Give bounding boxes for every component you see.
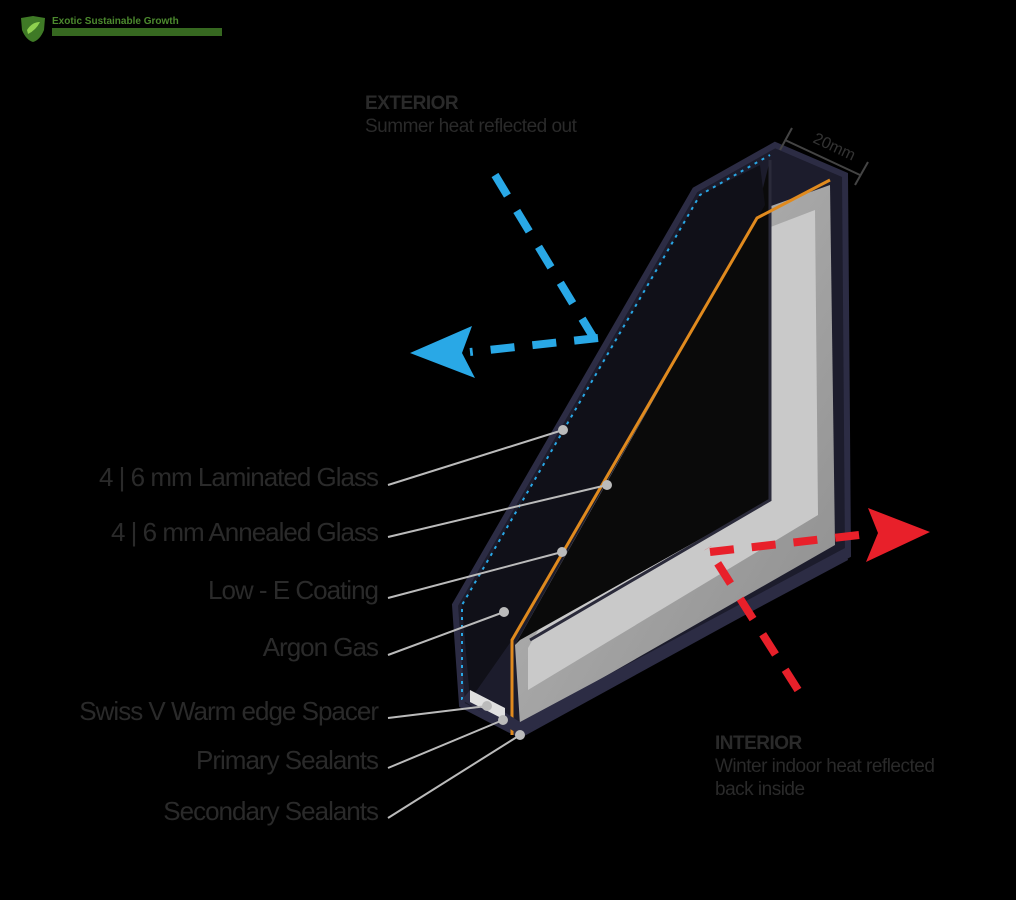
brand-tagline-bar [52, 28, 222, 36]
leader-dot-secondary [515, 730, 525, 740]
exterior-arrow-head [410, 326, 475, 378]
leader-spacer [387, 705, 488, 719]
label-warm-edge-spacer: Swiss V Warm edge Spacer [79, 696, 379, 726]
leader-annealed [387, 484, 608, 538]
exterior-note: Summer heat reflected out [365, 116, 577, 137]
leader-dot-primary [498, 715, 508, 725]
label-annealed-glass: 4 | 6 mm Annealed Glass [110, 517, 379, 547]
leader-dot-spacer [482, 701, 492, 711]
leader-low-e [387, 551, 563, 599]
label-primary-sealants: Primary Sealants [196, 745, 379, 775]
interior-incoming-arrow [704, 545, 802, 693]
laminated-glass-pane [462, 165, 765, 700]
label-argon-gas: Argon Gas [262, 632, 379, 662]
dimension-tick-left [779, 127, 793, 151]
dimension-value: 20mm [810, 130, 857, 164]
dimension-line [784, 139, 861, 176]
inner-edge-line [529, 160, 772, 642]
leaf-shield-icon [21, 16, 45, 42]
leader-primary [387, 719, 504, 769]
interior-note-line1: Winter indoor heat reflected [715, 756, 935, 777]
low-e-coating-line [510, 178, 831, 735]
interior-title: INTERIOR [715, 733, 802, 754]
interior-caption: INTERIOR Winter indoor heat reflected ba… [715, 732, 935, 801]
annealed-glass-pane [515, 160, 770, 645]
laminate-dotted-line [461, 154, 771, 700]
interior-reflected-arrow [709, 530, 869, 556]
leader-secondary [387, 734, 521, 819]
exterior-reflected-arrow [469, 334, 599, 356]
leader-argon [387, 611, 505, 656]
exterior-title: EXTERIOR [365, 93, 459, 114]
label-secondary-sealants: Secondary Sealants [163, 796, 379, 826]
leader-dot-laminated [558, 425, 568, 435]
dimension-tick-right [854, 161, 869, 186]
leader-dot-argon [499, 607, 509, 617]
brand-logo: Exotic Sustainable Growth [18, 14, 228, 44]
exterior-caption: EXTERIOR Summer heat reflected out [365, 92, 577, 138]
brand-name: Exotic Sustainable Growth [52, 16, 179, 27]
leader-dot-low-e [557, 547, 567, 557]
exterior-incoming-arrow [491, 172, 602, 348]
label-laminated-glass: 4 | 6 mm Laminated Glass [99, 462, 379, 492]
label-low-e-coating: Low - E Coating [208, 575, 379, 605]
leader-laminated [387, 429, 564, 486]
interior-note-line2: back inside [715, 779, 805, 800]
leader-dot-annealed [602, 480, 612, 490]
interior-arrow-head [866, 508, 930, 562]
